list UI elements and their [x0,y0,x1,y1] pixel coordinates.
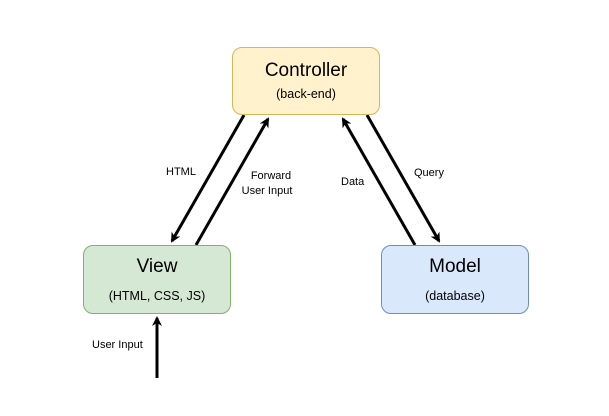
view-subtitle: (HTML, CSS, JS) [108,288,206,303]
arrow-model-to-controller [341,117,417,246]
arrow-controller-to-view [170,114,246,243]
arrow-controller-to-model [365,114,441,243]
edge-label-forward: Forward User Input [242,169,296,199]
model-node: Model (database) [381,245,529,314]
edge-label-user-input: User Input [92,339,143,351]
controller-title: Controller [264,60,348,81]
edge-label-forward-line1: Forward [250,170,292,182]
edge-label-query: Query [414,167,444,179]
view-node: View (HTML, CSS, JS) [83,245,231,314]
view-title: View [136,255,178,277]
arrow-view-to-controller [194,117,270,246]
model-subtitle: (database) [425,288,485,303]
model-title: Model [429,255,481,277]
edge-label-forward-line2: User Input [241,185,293,197]
controller-subtitle: (back-end) [276,87,336,101]
edge-label-data: Data [341,176,365,188]
controller-node: Controller (back-end) [232,47,380,115]
edge-label-html: HTML [166,166,196,178]
